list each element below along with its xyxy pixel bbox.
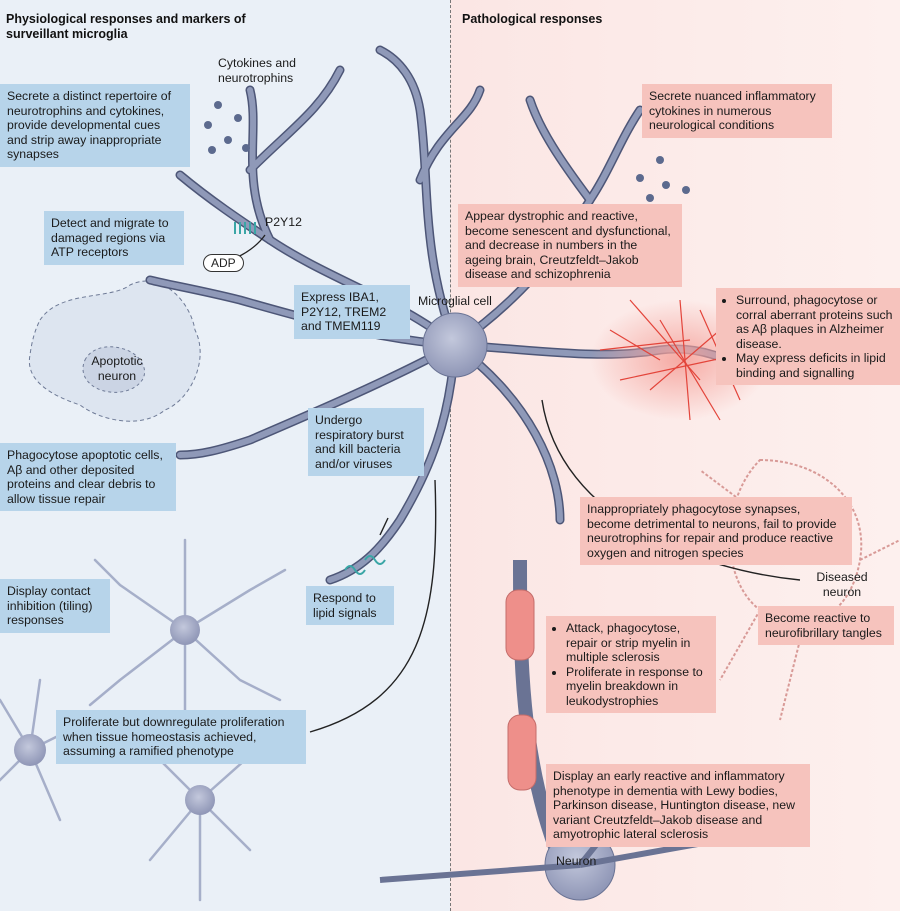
proliferate-box: Proliferate but downregulate proliferati… [56, 710, 306, 764]
tiling-soma-1 [170, 615, 200, 645]
myelin-item-2: Proliferate in response to myelin breakd… [566, 665, 709, 709]
surround-item-1: Surround, phagocytose or corral aberrant… [736, 293, 893, 351]
apoptotic-neuron-label: Apoptotic neuron [91, 354, 143, 383]
respiratory-box: Undergo respiratory burst and kill bacte… [308, 408, 424, 476]
lipid-arrow [379, 517, 389, 536]
neuron-label: Neuron [556, 854, 597, 868]
diseased-neuron-label: Diseased neuron [816, 570, 868, 599]
nuanced-box: Secrete nuanced inflammatory cytokines i… [642, 84, 832, 138]
right-panel-header: Pathological responses [462, 12, 603, 26]
secrete-box: Secrete a distinct repertoire of neurotr… [0, 84, 190, 167]
myelin-sheath-2 [507, 714, 537, 791]
p2y12-receptor [234, 222, 256, 234]
cytokine-dots-right [636, 156, 690, 202]
lipid-box: Respond to lipid signals [306, 586, 394, 625]
tiling-soma-3 [185, 785, 215, 815]
myelin-box: Attack, phagocytose, repair or strip mye… [546, 616, 716, 713]
myelin-sheath-1 [505, 589, 535, 661]
surround-item-2: May express deficits in lipid binding an… [736, 351, 893, 380]
left-panel-header: Physiological responses and markers of s… [6, 12, 246, 41]
proliferate-arrow [309, 479, 437, 733]
tiling-microglia [0, 538, 287, 902]
cytokines-label: Cytokines and neurotrophins [218, 56, 296, 85]
early-phenotype-box: Display an early reactive and inflammato… [546, 764, 810, 847]
tiling-soma-2 [14, 734, 46, 766]
synapses-box: Inappropriately phagocytose synapses, be… [580, 497, 852, 565]
microglia-soma [422, 312, 488, 378]
phagocytose-box: Phagocytose apoptotic cells, Aβ and othe… [0, 443, 176, 511]
panel-divider [450, 0, 451, 911]
detect-box: Detect and migrate to damaged regions vi… [44, 211, 184, 265]
dystrophic-box: Appear dystrophic and reactive, become s… [458, 204, 682, 287]
adp-label: ADP [203, 254, 244, 272]
express-box: Express IBA1, P2Y12, TREM2 and TMEM119 [294, 285, 410, 339]
microglial-cell-label: Microglial cell [418, 294, 492, 308]
lipid-signals [344, 555, 386, 575]
p2y12-label: P2Y12 [265, 215, 302, 229]
tiling-box: Display contact inhibition (tiling) resp… [0, 579, 110, 633]
myelin-item-1: Attack, phagocytose, repair or strip mye… [566, 621, 709, 665]
surround-box: Surround, phagocytose or corral aberrant… [716, 288, 900, 385]
cytokine-dots-left [204, 101, 250, 154]
tangles-box: Become reactive to neurofibrillary tangl… [758, 606, 894, 645]
